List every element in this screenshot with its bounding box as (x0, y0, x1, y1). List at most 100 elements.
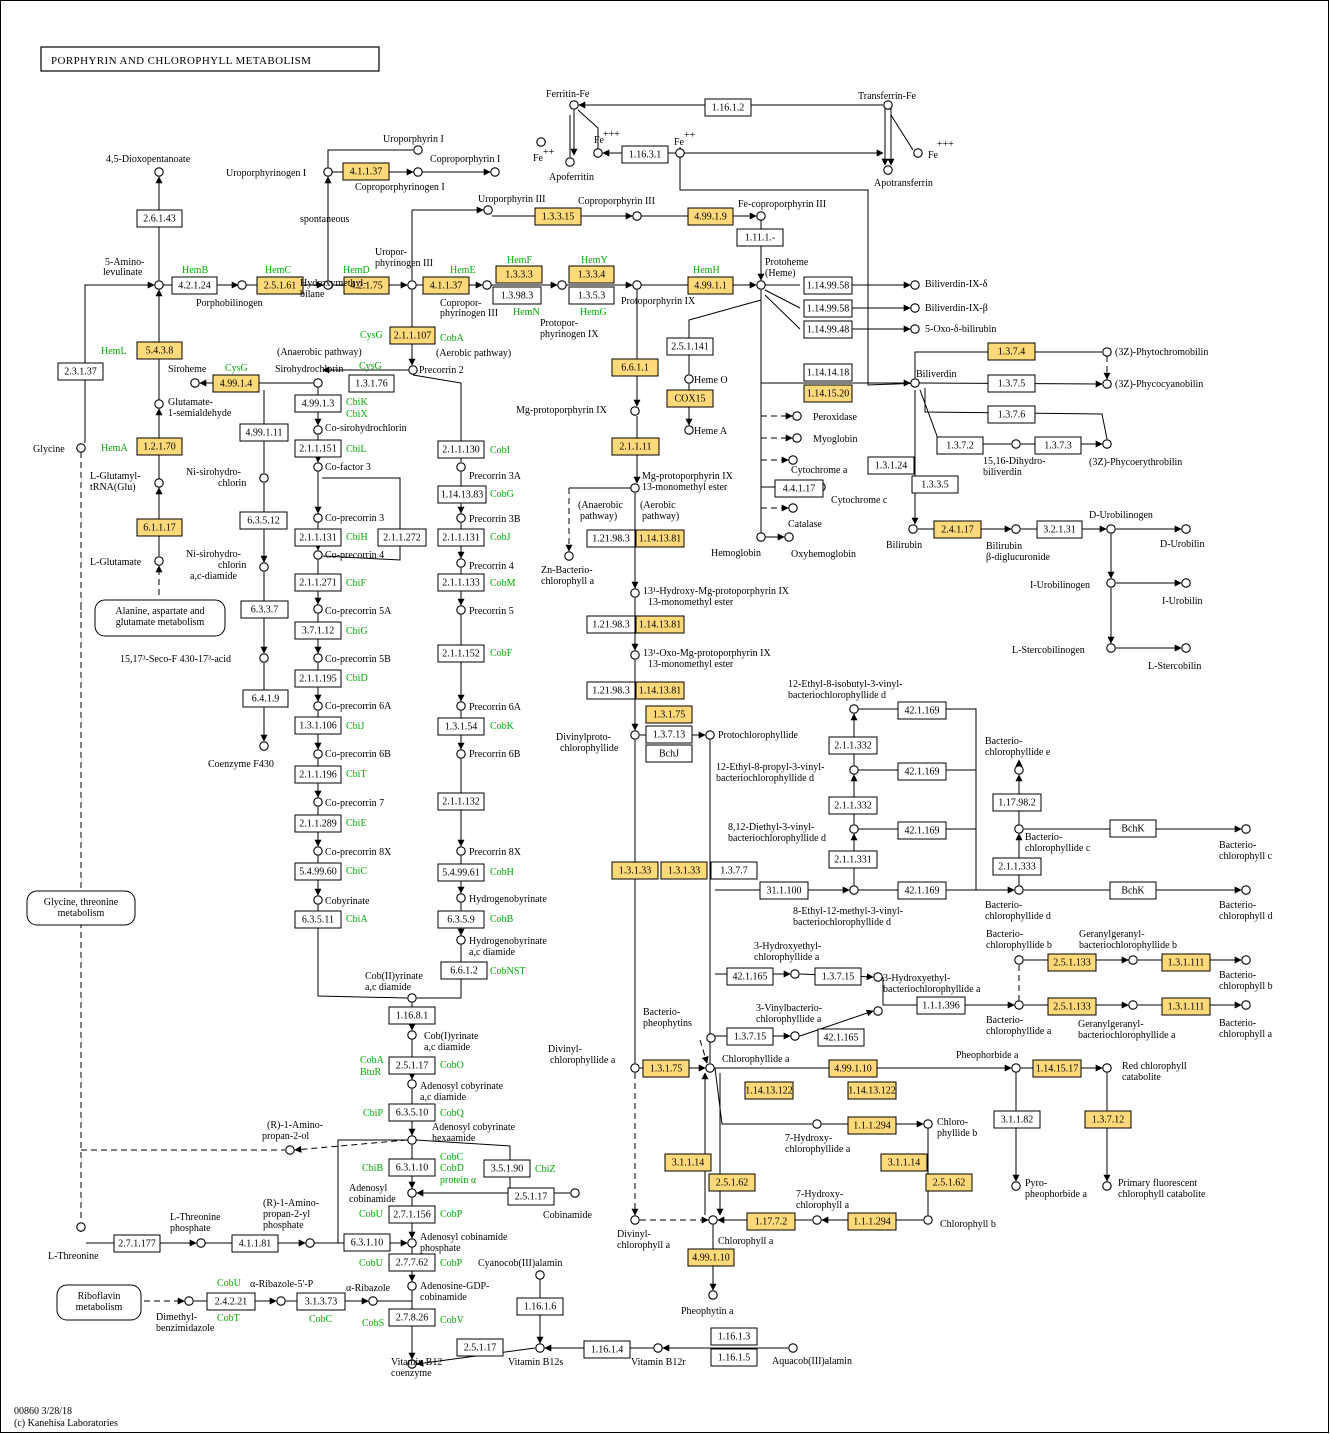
enzyme-box[interactable]: 2.1.1.130 (437, 440, 485, 459)
enzyme-box[interactable]: 3.7.1.12 (294, 621, 342, 640)
compound-node[interactable] (313, 653, 323, 663)
enzyme-box[interactable]: 1.16.8.1 (388, 1006, 436, 1025)
compound-node[interactable] (482, 280, 492, 290)
enzyme-box[interactable]: 4.2.1.24 (171, 276, 218, 295)
compound-node[interactable] (784, 532, 794, 542)
enzyme-box[interactable]: 6.3.5.12 (239, 511, 288, 530)
enzyme-box[interactable]: 2.1.1.132 (437, 792, 485, 811)
enzyme-box[interactable]: 2.6.1.43 (136, 209, 183, 228)
enzyme-box[interactable]: 42.1.169 (897, 881, 947, 900)
enzyme-box[interactable]: 2.7.8.26 (388, 1308, 436, 1327)
compound-node[interactable] (313, 425, 323, 435)
enzyme-box[interactable]: 2.1.1.333 (992, 857, 1042, 876)
compound-node[interactable] (910, 303, 920, 313)
gene-label[interactable]: CobP (440, 1258, 463, 1269)
enzyme-box[interactable]: 2.1.1.272 (377, 528, 427, 547)
compound-node[interactable] (413, 167, 423, 177)
compound-node[interactable] (908, 524, 918, 534)
enzyme-box[interactable]: 4.99.1.3 (294, 394, 342, 413)
enzyme-box[interactable]: 1.16.3.1 (621, 145, 669, 164)
enzyme-box[interactable]: 1.3.3.15 (534, 207, 582, 226)
enzyme-box[interactable]: 2.1.1.133 (437, 573, 485, 592)
enzyme-box[interactable]: 6.4.1.9 (242, 689, 289, 708)
compound-node[interactable] (557, 280, 567, 290)
enzyme-box[interactable]: 1.3.7.15 (814, 967, 862, 986)
compound-node[interactable] (76, 1222, 86, 1232)
compound-node[interactable] (923, 1215, 933, 1225)
gene-label[interactable]: CobG (490, 489, 514, 500)
compound-node[interactable] (1106, 524, 1116, 534)
compound-node[interactable] (76, 443, 86, 453)
compound-node[interactable] (1241, 885, 1251, 895)
compound-node[interactable] (1014, 885, 1024, 895)
compound-node[interactable] (1102, 439, 1112, 449)
compound-node[interactable] (313, 797, 323, 807)
enzyme-box[interactable]: 1.16.1.2 (704, 98, 752, 117)
gene-label[interactable]: BtuR (360, 1067, 381, 1078)
enzyme-box[interactable]: 6.1.1.17 (136, 518, 183, 537)
compound-node[interactable] (1014, 824, 1024, 834)
gene-label[interactable]: CbiK (346, 397, 368, 408)
compound-node[interactable] (653, 1343, 663, 1353)
compound-node[interactable] (708, 1215, 718, 1225)
compound-node[interactable] (1241, 955, 1251, 965)
compound-node[interactable] (456, 462, 466, 472)
enzyme-box[interactable]: 2.7.1.177 (113, 1234, 161, 1253)
enzyme-box[interactable]: 1.3.7.13 (645, 725, 693, 744)
enzyme-box[interactable]: 1.16.1.6 (516, 1297, 564, 1316)
compound-node[interactable] (849, 765, 859, 775)
gene-label[interactable]: CbiE (346, 818, 367, 829)
compound-node[interactable] (456, 935, 466, 945)
compound-node[interactable] (190, 378, 200, 388)
enzyme-box[interactable]: 1.14.14.18 (803, 363, 853, 382)
enzyme-box[interactable]: 4.1.1.37 (422, 276, 470, 295)
enzyme-box[interactable]: 2.7.7.62 (388, 1253, 436, 1272)
enzyme-box[interactable]: 3.1.1.82 (993, 1110, 1041, 1129)
gene-label[interactable]: CobV (440, 1315, 465, 1326)
compound-node[interactable] (407, 1030, 417, 1040)
enzyme-box[interactable]: 2.5.1.62 (708, 1173, 756, 1192)
enzyme-box[interactable]: 2.5.1.141 (666, 337, 714, 356)
enzyme-box[interactable]: 6.3.5.11 (294, 910, 342, 929)
enzyme-box[interactable]: 1.3.1.106 (294, 716, 342, 735)
compound-node[interactable] (313, 701, 323, 711)
compound-node[interactable] (313, 550, 323, 560)
compound-node[interactable] (407, 1135, 417, 1145)
gene-label[interactable]: CbiT (346, 769, 367, 780)
compound-node[interactable] (323, 280, 333, 290)
gene-label[interactable]: HemD (343, 265, 370, 276)
compound-node[interactable] (313, 749, 323, 759)
enzyme-box[interactable]: BchK (1109, 819, 1157, 838)
gene-label[interactable]: HemC (265, 265, 291, 276)
enzyme-box[interactable]: 1.17.98.2 (992, 793, 1042, 812)
compound-node[interactable] (1102, 347, 1112, 357)
compound-node[interactable] (196, 1238, 206, 1248)
gene-label[interactable]: CobP (440, 1209, 463, 1220)
compound-node[interactable] (313, 378, 323, 388)
compound-node[interactable] (756, 280, 766, 290)
enzyme-box[interactable]: 6.3.3.7 (240, 600, 289, 619)
compound-node[interactable] (1181, 578, 1191, 588)
gene-label[interactable]: CobC (309, 1314, 333, 1325)
enzyme-box[interactable]: 1.3.1.54 (437, 717, 485, 736)
gene-label[interactable]: CobB (490, 914, 514, 925)
enzyme-box[interactable]: 2.1.1.131 (294, 528, 342, 547)
enzyme-box[interactable]: 2.3.1.37 (57, 362, 104, 381)
compound-node[interactable] (630, 650, 640, 660)
enzyme-box[interactable]: 3.1.3.73 (296, 1292, 346, 1311)
compound-node[interactable] (910, 324, 920, 334)
enzyme-box[interactable]: 1.14.13.122 (847, 1081, 897, 1100)
gene-label[interactable]: CbiA (346, 914, 368, 925)
compound-node[interactable] (873, 1006, 883, 1016)
enzyme-box[interactable]: 2.1.1.11 (611, 437, 660, 456)
enzyme-box[interactable]: 2.7.1.156 (388, 1205, 436, 1224)
compound-node[interactable] (792, 411, 802, 421)
enzyme-box[interactable]: 6.3.5.10 (388, 1103, 436, 1122)
compound-node[interactable] (705, 730, 715, 740)
enzyme-box[interactable]: 1.14.13.81 (635, 681, 685, 700)
enzyme-box[interactable]: BchJ (645, 744, 693, 763)
compound-node[interactable] (630, 588, 640, 598)
enzyme-box[interactable]: 42.1.169 (897, 762, 947, 781)
enzyme-box[interactable]: 6.6.1.2 (440, 961, 488, 980)
enzyme-box[interactable]: 2.1.1.152 (437, 644, 485, 663)
